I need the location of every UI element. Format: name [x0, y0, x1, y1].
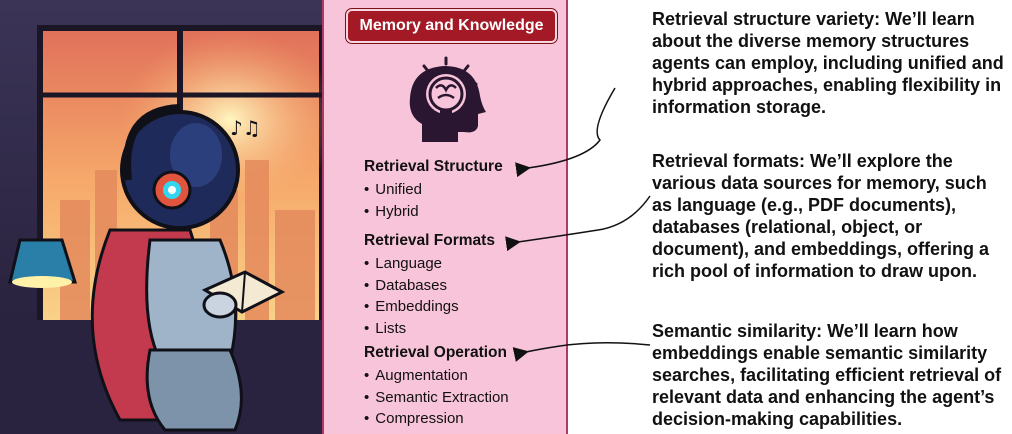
svg-text:♪♫: ♪♫	[230, 116, 261, 140]
retrieval-structure-section: Retrieval Structure Unified Hybrid	[364, 158, 503, 222]
list-item: Semantic Extraction	[364, 387, 508, 409]
list-item: Embeddings	[364, 296, 495, 318]
description-line: searches, facilitating efficient retriev…	[652, 365, 1002, 385]
list-item: Unified	[364, 179, 503, 201]
description-line: agents can employ, including unified and	[652, 53, 1004, 73]
description-line: document), and embeddings, offering a	[652, 239, 990, 259]
description-semantic: Semantic similarity: We’ll learn how emb…	[652, 320, 1007, 430]
list-item: Hybrid	[364, 201, 503, 223]
section-title: Retrieval Structure	[364, 158, 503, 175]
list-item: Compression	[364, 408, 509, 430]
description-line: Retrieval structure variety: We’ll learn	[652, 9, 975, 29]
description-line: various data sources for memory, such	[652, 173, 987, 193]
description-formats: Retrieval formats: We’ll explore the var…	[652, 150, 1007, 282]
memory-knowledge-panel: Memory and Knowledge Retrieval Structure…	[322, 0, 568, 434]
retrieval-formats-section: Retrieval Formats Language Databases Emb…	[364, 232, 495, 339]
description-line: about the diverse memory structures	[652, 31, 970, 51]
robot-reading-illustration: ♪♫	[0, 0, 322, 434]
description-line: Semantic similarity: We’ll learn how	[652, 321, 958, 341]
description-line: information storage.	[652, 97, 827, 117]
list-item: Databases	[364, 275, 495, 297]
description-line: rich pool of information to draw upon.	[652, 261, 977, 281]
list-item: Language	[364, 253, 495, 275]
description-line: decision-making capabilities.	[652, 409, 903, 429]
section-title: Retrieval Operation	[364, 344, 507, 361]
description-line: databases (relational, object, or	[652, 217, 923, 237]
description-line: relevant data and enhancing the agent’s	[652, 387, 995, 407]
description-line: as language (e.g., PDF documents),	[652, 195, 957, 215]
panel-title: Memory and Knowledge	[346, 9, 557, 43]
description-line: Retrieval formats: We’ll explore the	[652, 151, 953, 171]
description-line: embeddings enable semantic similarity	[652, 343, 988, 363]
head-lightbulb-icon	[409, 56, 486, 142]
description-structure: Retrieval structure variety: We’ll learn…	[652, 8, 1007, 118]
list-item: Augmentation	[364, 365, 509, 387]
list-item: Lists	[364, 318, 495, 340]
section-title: Retrieval Formats	[364, 232, 495, 249]
description-line: hybrid approaches, enabling flexibility …	[652, 75, 1002, 95]
retrieval-operation-section: Retrieval Operation Augmentation Semanti…	[364, 344, 509, 430]
